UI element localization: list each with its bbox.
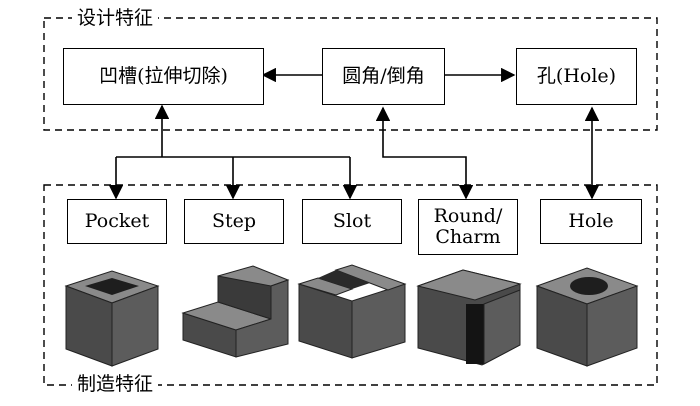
mfg-feature-step: Step xyxy=(184,199,284,244)
design-feature-hole: 孔(Hole) xyxy=(516,48,637,105)
mfg-feature-slot: Slot xyxy=(302,199,402,244)
design-feature-fillet-chamfer: 圆角/倒角 xyxy=(322,48,445,105)
connector-fillet-round xyxy=(375,106,474,200)
mfg-feature-pocket: Pocket xyxy=(67,199,167,244)
round-block-icon xyxy=(416,269,522,366)
manufacturing-group-title: 制造特征 xyxy=(72,373,159,395)
design-feature-pocket-cut: 凹槽(拉伸切除) xyxy=(63,48,264,105)
step-block-icon xyxy=(181,265,290,358)
design-group-title: 设计特征 xyxy=(72,7,159,29)
mfg-feature-hole: Hole xyxy=(540,199,642,244)
pocket-block-icon xyxy=(64,270,160,367)
mfg-feature-round-charm: Round/ Charm xyxy=(418,199,518,255)
design-group-frame xyxy=(43,17,658,131)
slot-block-icon xyxy=(297,264,407,359)
hole-block-icon xyxy=(535,267,639,367)
